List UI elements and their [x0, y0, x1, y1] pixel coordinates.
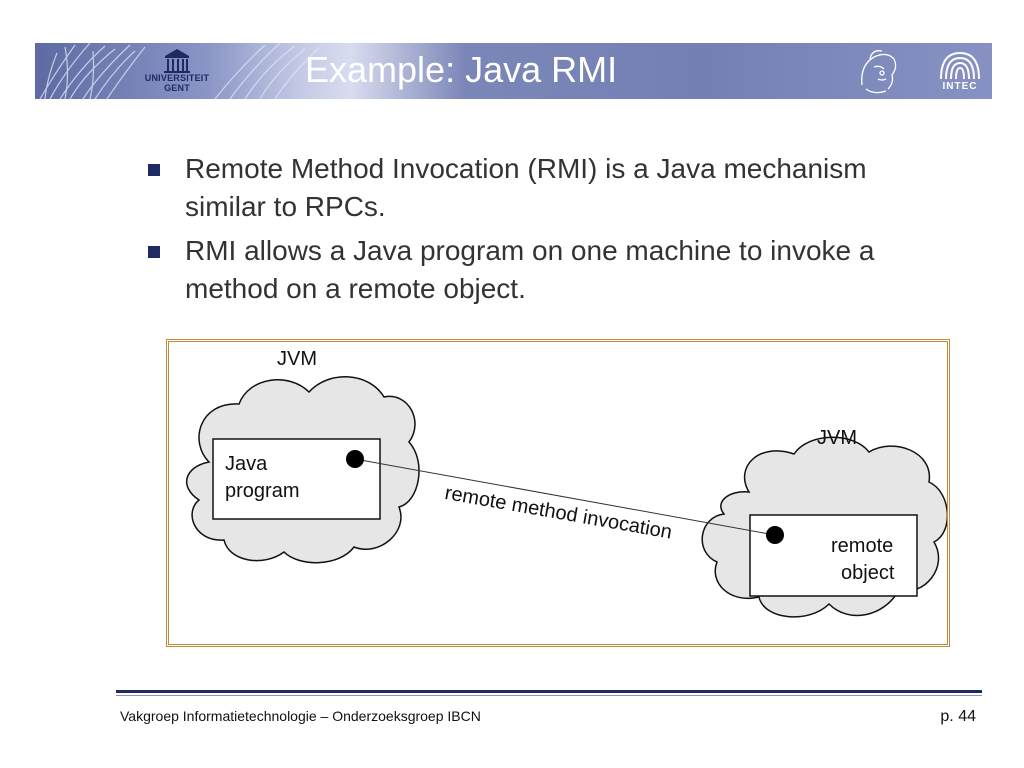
footer-divider [116, 690, 982, 693]
grass-decoration-icon [39, 43, 321, 99]
java-program-line1: Java [225, 453, 268, 475]
page-title: Example: Java RMI [305, 49, 618, 90]
diagram-frame: JVM JVM Java program remote object remot… [166, 339, 950, 647]
remote-object-line1: remote [831, 535, 894, 557]
helmet-head-icon [861, 50, 897, 94]
bullet-text: RMI allows a Java program on one machine… [185, 235, 875, 304]
rmi-diagram [185, 376, 947, 618]
page-number: p. 44 [940, 708, 976, 725]
ugent-logo-text: UNIVERSITEIT GENT [144, 73, 210, 93]
left-jvm-label: JVM [277, 348, 317, 370]
left-dot [346, 450, 364, 468]
bullet-item: RMI allows a Java program on one machine… [148, 232, 928, 308]
right-dot [766, 526, 784, 544]
invocation-line [354, 458, 776, 536]
intec-logo-icon [940, 51, 980, 80]
header-banner: UNIVERSITEIT GENT Example: Java RMI INTE… [35, 43, 992, 99]
square-bullet-icon [148, 246, 160, 258]
bullet-text: Remote Method Invocation (RMI) is a Java… [185, 153, 867, 222]
java-program-line2: program [225, 480, 300, 502]
square-bullet-icon [148, 164, 160, 176]
right-jvm-label: JVM [817, 427, 857, 449]
ugent-building-icon [164, 49, 190, 73]
bullet-item: Remote Method Invocation (RMI) is a Java… [148, 150, 928, 226]
bullet-list: Remote Method Invocation (RMI) is a Java… [148, 150, 928, 314]
remote-object-line2: object [841, 562, 895, 584]
footer-department: Vakgroep Informatietechnologie – Onderzo… [120, 708, 481, 724]
footer-divider-thin [116, 695, 982, 696]
intec-logo-text: INTEC [942, 81, 978, 92]
